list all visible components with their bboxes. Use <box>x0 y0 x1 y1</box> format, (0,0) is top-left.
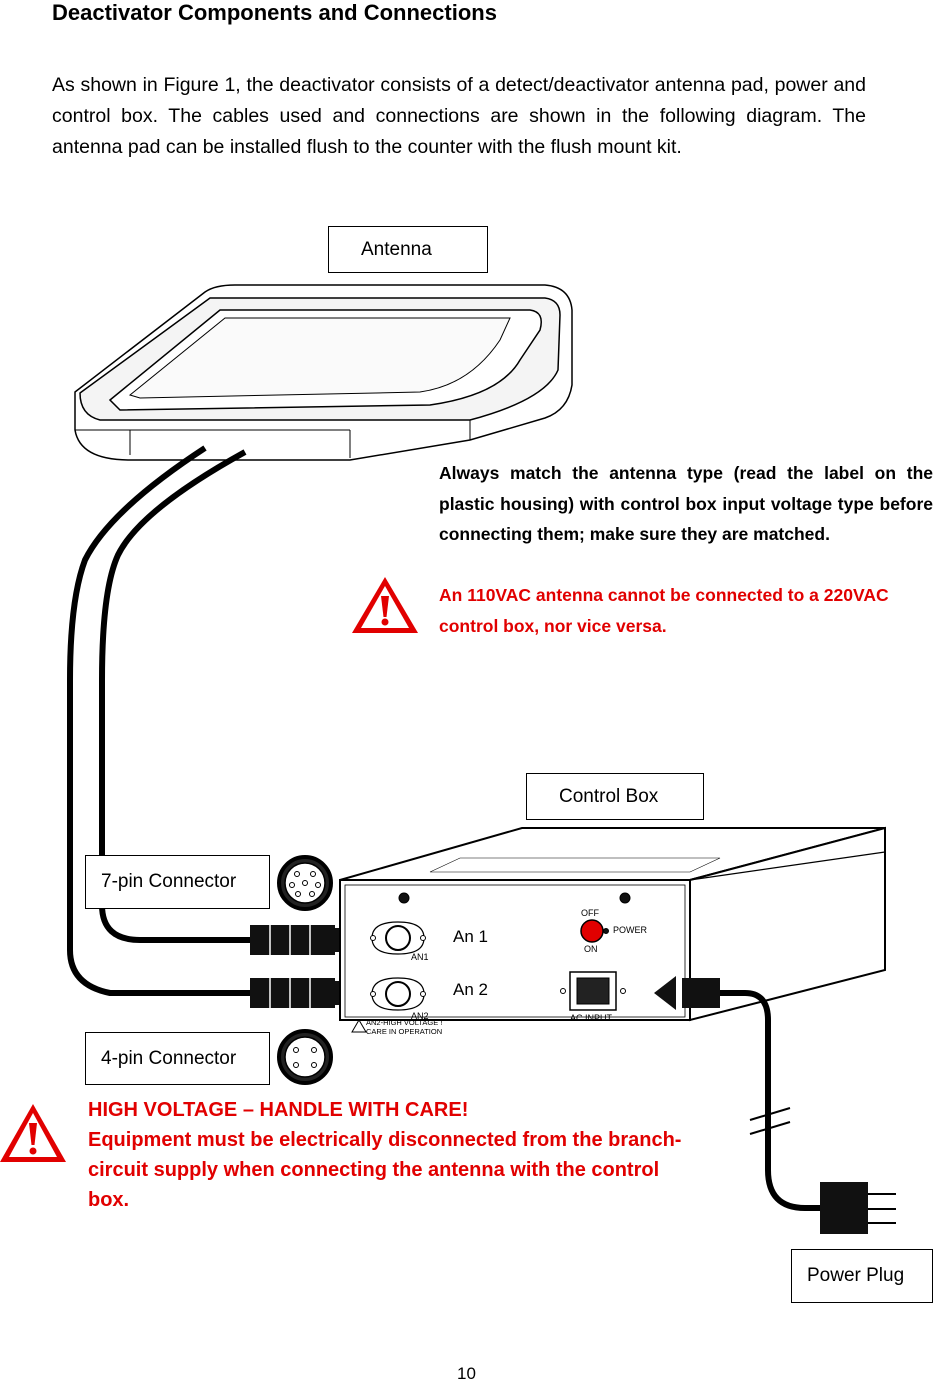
four-pin-connector-icon <box>277 1029 333 1085</box>
control-box-label: Control Box <box>526 773 704 820</box>
seven-pin-plug <box>250 925 341 955</box>
page-number: 10 <box>457 1364 476 1383</box>
high-voltage-instructions: Equipment must be electrically disconnec… <box>88 1129 682 1211</box>
an1-label: An 1 <box>453 927 488 946</box>
off-label: OFF <box>581 908 599 918</box>
an1-small-label: AN1 <box>411 952 429 962</box>
power-cord <box>654 976 896 1234</box>
page-title: Deactivator Components and Connections <box>52 0 497 25</box>
four-pin-plug <box>250 978 341 1008</box>
high-voltage-heading: HIGH VOLTAGE – HANDLE WITH CARE! <box>88 1099 469 1121</box>
high-voltage-warning-icon <box>0 1104 66 1162</box>
warning-triangle-icon <box>352 577 418 633</box>
four-pin-connector-label: 4-pin Connector <box>85 1032 270 1085</box>
voltage-mismatch-warning: An 110VAC antenna cannot be connected to… <box>439 585 889 636</box>
seven-pin-connector-icon <box>277 855 333 911</box>
antenna-label: Antenna <box>328 226 488 273</box>
control-box <box>339 826 886 1033</box>
seven-pin-connector-label: 7-pin Connector <box>85 855 270 909</box>
ac-input-label: AC INPUT <box>570 1013 613 1023</box>
antenna-match-warning: Always match the antenna type (read the … <box>439 463 933 544</box>
antenna-pad <box>74 284 573 461</box>
an2-label: An 2 <box>453 980 488 999</box>
an2-small-label: AN2 <box>411 1011 429 1021</box>
power-label: POWER <box>613 925 648 935</box>
intro-paragraph: As shown in Figure 1, the deactivator co… <box>52 74 866 158</box>
hv-small-label-2: CARE IN OPERATION <box>366 1027 442 1036</box>
hv-small-label-1: AN2-HIGH VOLTAGE ! <box>366 1018 442 1027</box>
power-plug-label: Power Plug <box>791 1249 933 1303</box>
on-label: ON <box>584 944 598 954</box>
antenna-cables <box>67 445 250 996</box>
high-voltage-warning: HIGH VOLTAGE – HANDLE WITH CARE! Equipme… <box>88 1095 688 1215</box>
